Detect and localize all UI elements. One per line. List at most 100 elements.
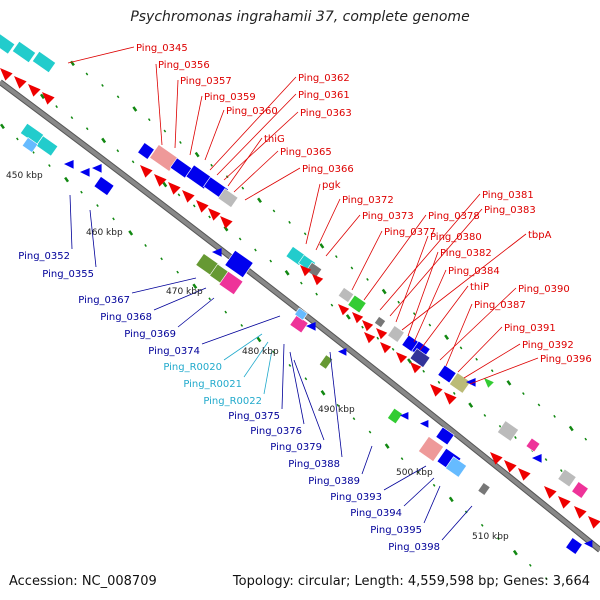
tick-mark (584, 437, 588, 441)
genome-backbone (0, 80, 600, 552)
tick-mark (381, 288, 387, 295)
forward-gene-label: Ping_0383 (484, 205, 536, 216)
leader-line (69, 194, 73, 250)
leader-line (407, 251, 439, 337)
tick-mark (448, 496, 454, 503)
forward-gene-label: Ping_0378 (428, 211, 480, 222)
tick-mark (437, 380, 441, 384)
tick-mark (391, 347, 395, 351)
gene-arrow (466, 378, 476, 387)
forward-gene-label: Ping_0365 (280, 147, 332, 158)
gene-block (93, 176, 115, 196)
tick-mark (101, 83, 104, 87)
tick-mark (194, 151, 200, 158)
tick-mark (545, 577, 548, 581)
tick-mark (192, 204, 196, 208)
gene-block (409, 348, 431, 368)
tick-mark (48, 164, 51, 168)
tick-mark (210, 163, 213, 167)
leader-line (363, 214, 427, 301)
reverse-gene-label: Ping_0367 (78, 295, 130, 306)
forward-gene-label: thiG (264, 134, 285, 145)
tick-mark (160, 257, 163, 261)
tick-mark (336, 403, 340, 407)
leader-line (389, 208, 483, 317)
gene-arrow (588, 516, 600, 529)
gene-block (435, 426, 455, 446)
tick-mark (452, 391, 456, 395)
reverse-gene-label: Ping_0389 (308, 476, 360, 487)
gene-arrow (484, 378, 494, 388)
scale-label: 470 kbp (166, 287, 203, 297)
leader-line (155, 63, 163, 146)
tick-mark (350, 266, 354, 270)
leader-line (329, 351, 343, 458)
leader-line (227, 137, 263, 187)
leader-line (244, 167, 301, 201)
tick-mark (40, 93, 45, 100)
tick-mark (368, 430, 372, 434)
gene-block (387, 407, 403, 425)
tick-mark (320, 390, 326, 396)
tick-mark (544, 458, 548, 462)
leader-line (131, 277, 197, 294)
tick-mark (132, 106, 138, 112)
scale-label: 460 kbp (86, 228, 123, 238)
tick-mark (80, 190, 83, 194)
leader-line (403, 477, 435, 507)
reverse-gene-label: Ping_0376 (250, 426, 302, 437)
tick-mark (397, 300, 401, 304)
gene-block (571, 481, 589, 499)
leader-line (315, 198, 341, 251)
forward-gene-label: Ping_0373 (362, 211, 414, 222)
leader-line (189, 95, 203, 156)
leader-line (174, 79, 179, 149)
gene-arrow (312, 274, 324, 286)
tick-mark (254, 248, 257, 252)
tick-mark (208, 297, 212, 301)
tick-mark (315, 292, 318, 296)
gene-arrow (28, 84, 41, 97)
leader-line (223, 111, 299, 181)
scale-label: 510 kbp (472, 532, 509, 542)
gene-arrow (490, 452, 503, 465)
tick-mark (179, 141, 182, 144)
reverse-gene-label: Ping_0368 (100, 312, 152, 323)
reverse-gene-label: Ping_0352 (18, 251, 70, 262)
gene-block (31, 50, 57, 74)
tick-mark (0, 123, 5, 130)
gene-arrow (558, 496, 571, 509)
gene-arrow (364, 332, 376, 344)
tick-mark (335, 255, 338, 259)
gene-arrow (212, 248, 222, 257)
map-title: Psychromonas ingrahamii 37, complete gen… (130, 9, 470, 25)
tick-mark (223, 225, 229, 232)
gene-arrow (64, 160, 74, 169)
tick-mark (352, 417, 356, 421)
tick-mark (330, 303, 334, 307)
tick-mark (514, 436, 517, 439)
gene-block (449, 372, 471, 394)
tick-mark (85, 72, 89, 76)
leader-line (209, 76, 297, 171)
gene-block (557, 468, 577, 488)
gene-arrow (42, 92, 55, 105)
tick-mark (192, 283, 198, 289)
leader-line (383, 465, 427, 491)
tick-mark (112, 217, 115, 221)
leader-line (263, 349, 273, 395)
tick-mark (384, 443, 390, 449)
leader-line (204, 109, 225, 161)
forward-gene-label: Ping_0387 (474, 300, 526, 311)
tick-mark (490, 369, 494, 373)
tick-mark (444, 334, 450, 340)
tick-mark (208, 215, 211, 219)
gene-arrow (574, 506, 587, 519)
leader-line (223, 333, 263, 361)
gene-arrow (168, 182, 181, 195)
scale-label: 490 kbp (318, 405, 355, 415)
scale-label: 450 kbp (6, 171, 43, 181)
tick-mark (376, 336, 380, 340)
leader-line (413, 269, 447, 343)
rna-gene-label: Ping_R0020 (163, 362, 222, 373)
